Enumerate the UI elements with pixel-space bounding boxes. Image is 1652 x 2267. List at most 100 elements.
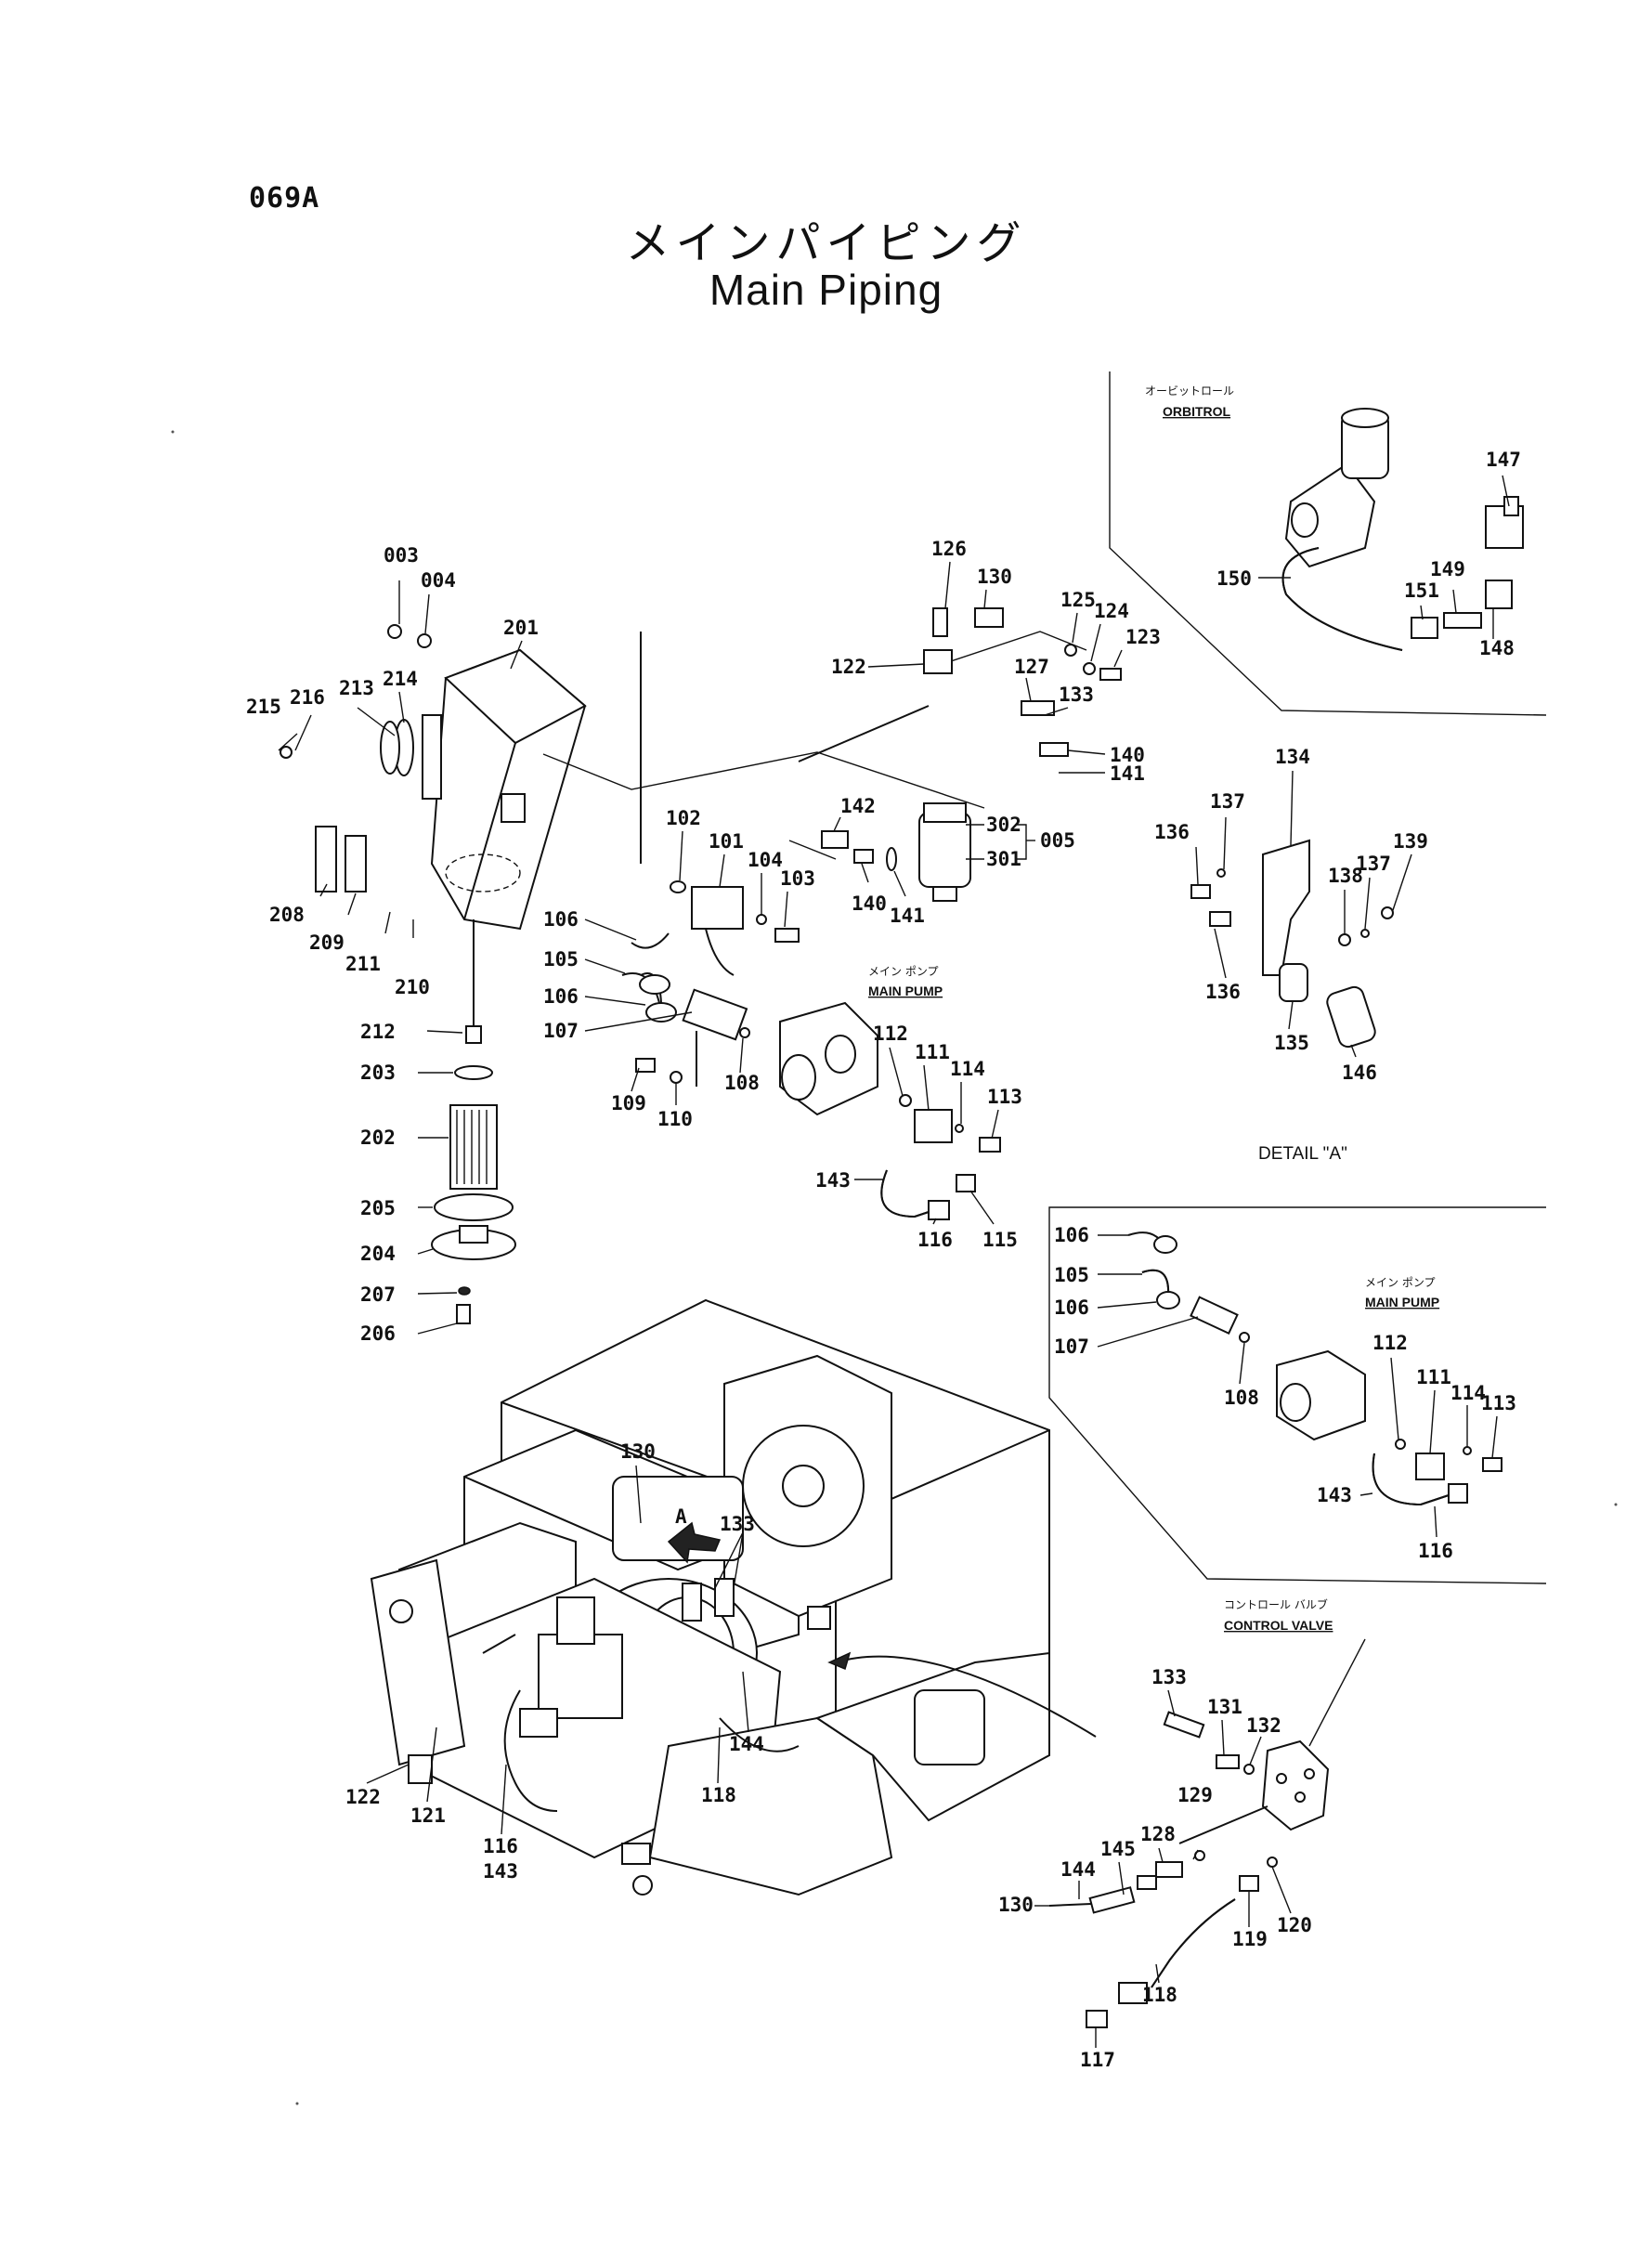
part-number: 143: [815, 1169, 851, 1192]
part-number: 101: [709, 830, 744, 853]
part-number: 105: [543, 948, 579, 971]
line-filter-group: [821, 802, 971, 902]
part-number: 141: [1110, 762, 1145, 785]
part-number: 206: [360, 1322, 396, 1345]
caption-orbitrol-jp: オービットロール: [1145, 384, 1234, 397]
valve-block-122: [923, 649, 953, 674]
caption-orbitrol: ORBITROL: [1163, 404, 1231, 419]
part-number: 116: [483, 1835, 518, 1857]
orbitrol-inset: [1281, 408, 1524, 651]
part-number: 134: [1275, 746, 1310, 768]
part-number: 210: [395, 976, 430, 998]
machine-body: [370, 1298, 1097, 1896]
part-number: 116: [1418, 1540, 1453, 1562]
caption-detail-main-pump-jp: メイン ポンプ: [1365, 1276, 1435, 1289]
part-number: 132: [1246, 1714, 1281, 1737]
part-number: 112: [1372, 1332, 1408, 1354]
page-title-japanese: メインパイピング: [625, 217, 1027, 269]
part-number: 133: [720, 1513, 755, 1535]
part-number: 126: [931, 538, 967, 560]
part-number: 137: [1210, 790, 1245, 813]
part-number: 302: [986, 814, 1021, 836]
part-number: 108: [724, 1072, 760, 1094]
part-number: 140: [852, 892, 887, 915]
part-number: 301: [986, 848, 1021, 870]
caption-main-pump-jp: メイン ポンプ: [868, 965, 938, 978]
part-number: 201: [503, 617, 539, 639]
part-number: 147: [1486, 449, 1521, 471]
part-number: 113: [987, 1086, 1022, 1108]
part-number: 107: [1054, 1335, 1089, 1358]
part-number: 003: [384, 544, 419, 567]
part-number: 111: [915, 1041, 950, 1063]
part-number: 118: [1142, 1984, 1177, 2006]
caption-detail-a: DETAIL "A": [1258, 1144, 1347, 1164]
part-number: 113: [1481, 1392, 1516, 1414]
part-number: 146: [1342, 1062, 1377, 1084]
part-number: 148: [1479, 637, 1515, 659]
part-number: 127: [1014, 656, 1049, 678]
suction-pipe-group: [621, 880, 800, 1087]
part-number: 117: [1080, 2049, 1115, 2071]
part-number: 128: [1140, 1823, 1176, 1845]
part-number: 106: [1054, 1296, 1089, 1319]
leader-lines: [278, 475, 1510, 2048]
caption-detail-main-pump: MAIN PUMP: [1365, 1295, 1439, 1309]
part-number: 143: [483, 1860, 518, 1883]
view-arrow-label: A: [675, 1505, 687, 1528]
inset-frames: [1048, 371, 1547, 1584]
part-number: 115: [982, 1229, 1018, 1251]
detail-a-bracket: [1190, 839, 1394, 1049]
part-number: 209: [309, 932, 345, 954]
main-pump-group: [779, 1001, 1001, 1220]
part-number: 130: [998, 1894, 1034, 1916]
part-number: 135: [1274, 1032, 1309, 1054]
control-valve: [1261, 1739, 1330, 1831]
part-number: 144: [729, 1733, 764, 1755]
hydraulic-pump-block: [538, 1634, 623, 1719]
part-number: 216: [290, 686, 325, 709]
part-number: 133: [1151, 1666, 1187, 1688]
part-number: 131: [1207, 1696, 1242, 1718]
orbitrol-elbow: [1485, 580, 1513, 609]
detail-main-pump: [1127, 1231, 1502, 1506]
part-number: 138: [1328, 865, 1363, 887]
part-number: 208: [269, 904, 305, 926]
drawing-code: 069A: [249, 182, 320, 215]
part-number: 104: [748, 849, 783, 871]
part-number: 120: [1277, 1914, 1312, 1936]
part-number: 004: [421, 569, 456, 592]
part-number: 110: [657, 1108, 693, 1130]
level-gauge: [315, 826, 337, 892]
part-number: 114: [950, 1058, 985, 1080]
suction-elbow: [691, 886, 744, 930]
part-number: 121: [410, 1804, 446, 1827]
line-filter: [918, 812, 971, 888]
part-number: 106: [1054, 1224, 1089, 1246]
part-number: 212: [360, 1021, 396, 1043]
part-number: 005: [1040, 829, 1075, 852]
part-number: 140: [1110, 744, 1145, 766]
part-number: 204: [360, 1243, 396, 1265]
part-number: 205: [360, 1197, 396, 1219]
part-number: 125: [1060, 589, 1096, 611]
part-number: 136: [1154, 821, 1190, 843]
part-number: 149: [1430, 558, 1465, 580]
hydraulic-tank-group: [280, 624, 642, 1324]
part-number: 124: [1094, 600, 1129, 622]
part-number: 202: [360, 1127, 396, 1149]
part-number: 119: [1232, 1928, 1268, 1950]
part-number: 213: [339, 677, 374, 699]
part-number: 114: [1450, 1382, 1486, 1404]
part-number: 102: [666, 807, 701, 829]
tank-cover: [501, 793, 526, 823]
part-number: 105: [1054, 1264, 1089, 1286]
part-number: 118: [701, 1784, 736, 1806]
part-number: 107: [543, 1020, 579, 1042]
part-number: 133: [1059, 684, 1094, 706]
engine-fan-shroud: [723, 1354, 892, 1618]
part-number: 150: [1216, 567, 1252, 590]
part-number: 215: [246, 696, 281, 718]
part-number: 109: [611, 1092, 646, 1114]
